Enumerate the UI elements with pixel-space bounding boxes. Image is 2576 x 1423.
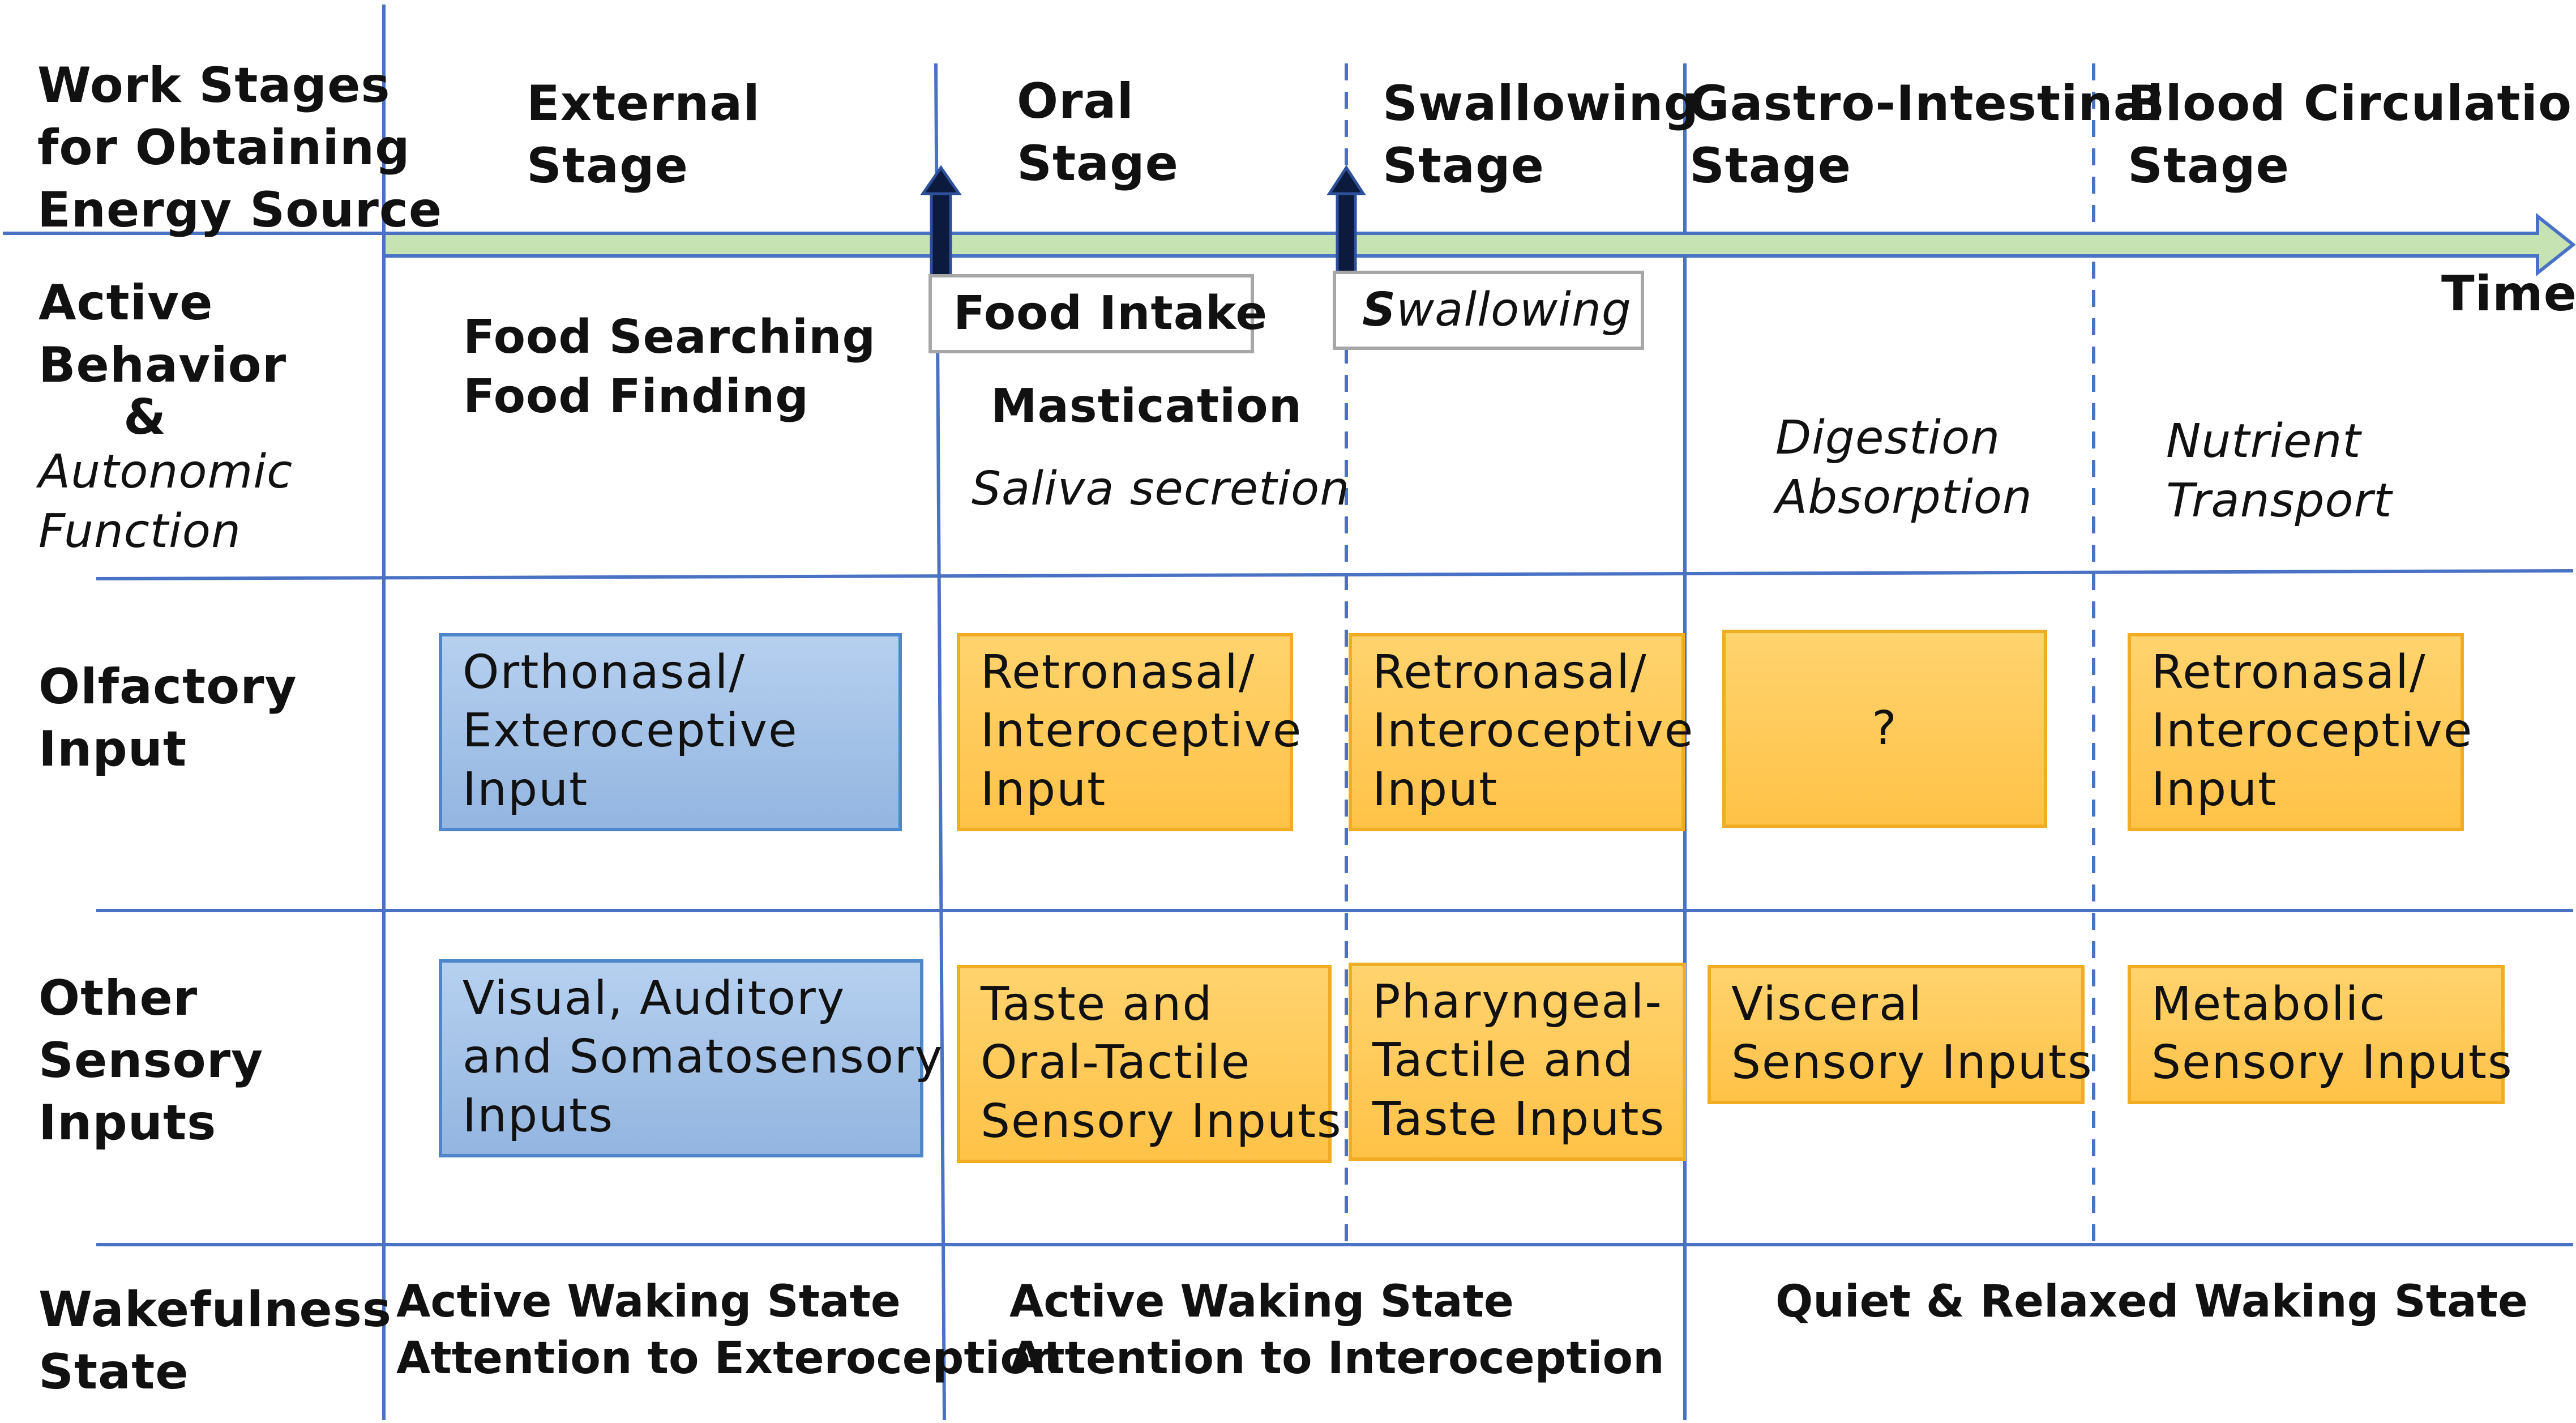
- olfactory-gastro-text: ?: [1872, 702, 1898, 756]
- sensory-external-box: Visual, Auditory and Somatosensory Input…: [439, 959, 944, 1157]
- sensory-external-text: Visual, Auditory and Somatosensory Input…: [463, 972, 944, 1143]
- swallowing-rest: wallowing: [1396, 283, 1632, 337]
- saliva-secretion-text: Saliva secretion: [972, 462, 1350, 516]
- olfactory-external-text: Orthonasal/ Exteroceptive Input: [463, 646, 798, 817]
- mastication-text: Mastication: [991, 379, 1303, 433]
- sensory-gastro-box: Visceral Sensory Inputs: [1708, 965, 2093, 1104]
- stage-external: External Stage: [527, 75, 760, 195]
- time-label: Time: [2441, 266, 2576, 322]
- sensory-blood-box: Metabolic Sensory Inputs: [2128, 965, 2513, 1104]
- sensory-swallowing-text: Pharyngeal- Tactile and Taste Inputs: [1372, 975, 1666, 1146]
- sensory-blood-text: Metabolic Sensory Inputs: [2151, 977, 2513, 1090]
- olfactory-blood-text: Retronasal/ Interoceptive Input: [2151, 646, 2474, 817]
- sensory-swallowing-box: Pharyngeal- Tactile and Taste Inputs: [1349, 963, 1686, 1161]
- sensory-gastro-text: Visceral Sensory Inputs: [1731, 977, 2093, 1090]
- digestion-absorption-text: Digestion Absorption: [1775, 411, 2032, 524]
- olfactory-swallowing-text: Retronasal/ Interoceptive Input: [1372, 646, 1694, 817]
- olfactory-oral-box: Retronasal/ Interoceptive Input: [957, 633, 1303, 831]
- nutrient-transport-text: Nutrient Transport: [2166, 414, 2393, 528]
- time-arrow: [382, 212, 2576, 277]
- food-searching-text: Food Searching Food Finding: [463, 310, 876, 424]
- stages-row-label: Work Stages for Obtaining Energy Source: [37, 57, 443, 239]
- ampersand-label: &: [123, 389, 166, 446]
- olfactory-row-label: Olfactory Input: [38, 659, 297, 778]
- olfactory-swallowing-box: Retronasal/ Interoceptive Input: [1349, 633, 1694, 831]
- stage-gastro-intestinal: Gastro-Intestinal Stage: [1689, 75, 2164, 195]
- food-intake-text: Food Intake: [953, 287, 1268, 340]
- olfactory-oral-text: Retronasal/ Interoceptive Input: [981, 646, 1303, 817]
- stage-swallowing: Swallowing Stage: [1383, 75, 1700, 195]
- row-divider-behavior: [96, 569, 2574, 580]
- wakefulness-quiet-text: Quiet & Relaxed Waking State: [1775, 1276, 2528, 1327]
- stage-blood-circulation: Blood Circulation Stage: [2128, 75, 2576, 195]
- wakefulness-row-label: Wakefulness State: [38, 1281, 392, 1401]
- autonomic-row-label: Autonomic Function: [38, 445, 293, 558]
- olfactory-blood-box: Retronasal/ Interoceptive Input: [2128, 633, 2474, 831]
- wakefulness-external-text: Active Waking State Attention to Exteroc…: [396, 1276, 1062, 1384]
- olfactory-external-box: Orthonasal/ Exteroceptive Input: [439, 633, 902, 831]
- swallowing-text: Swallowing: [1362, 281, 1632, 340]
- olfactory-gastro-box: ?: [1722, 630, 2047, 828]
- behavior-row-label: Active Behavior: [38, 275, 287, 394]
- sensory-row-label: Other Sensory Inputs: [38, 970, 264, 1152]
- stage-oral: Oral Stage: [1017, 73, 1179, 193]
- swallowing-first-letter: S: [1362, 283, 1397, 337]
- food-intake-box: Food Intake: [928, 274, 1267, 353]
- wakefulness-oral-text: Active Waking State Attention to Interoc…: [1009, 1276, 1664, 1384]
- sensory-oral-box: Taste and Oral-Tactile Sensory Inputs: [957, 965, 1342, 1163]
- swallowing-box: Swallowing: [1333, 271, 1644, 350]
- sensory-oral-text: Taste and Oral-Tactile Sensory Inputs: [981, 977, 1342, 1148]
